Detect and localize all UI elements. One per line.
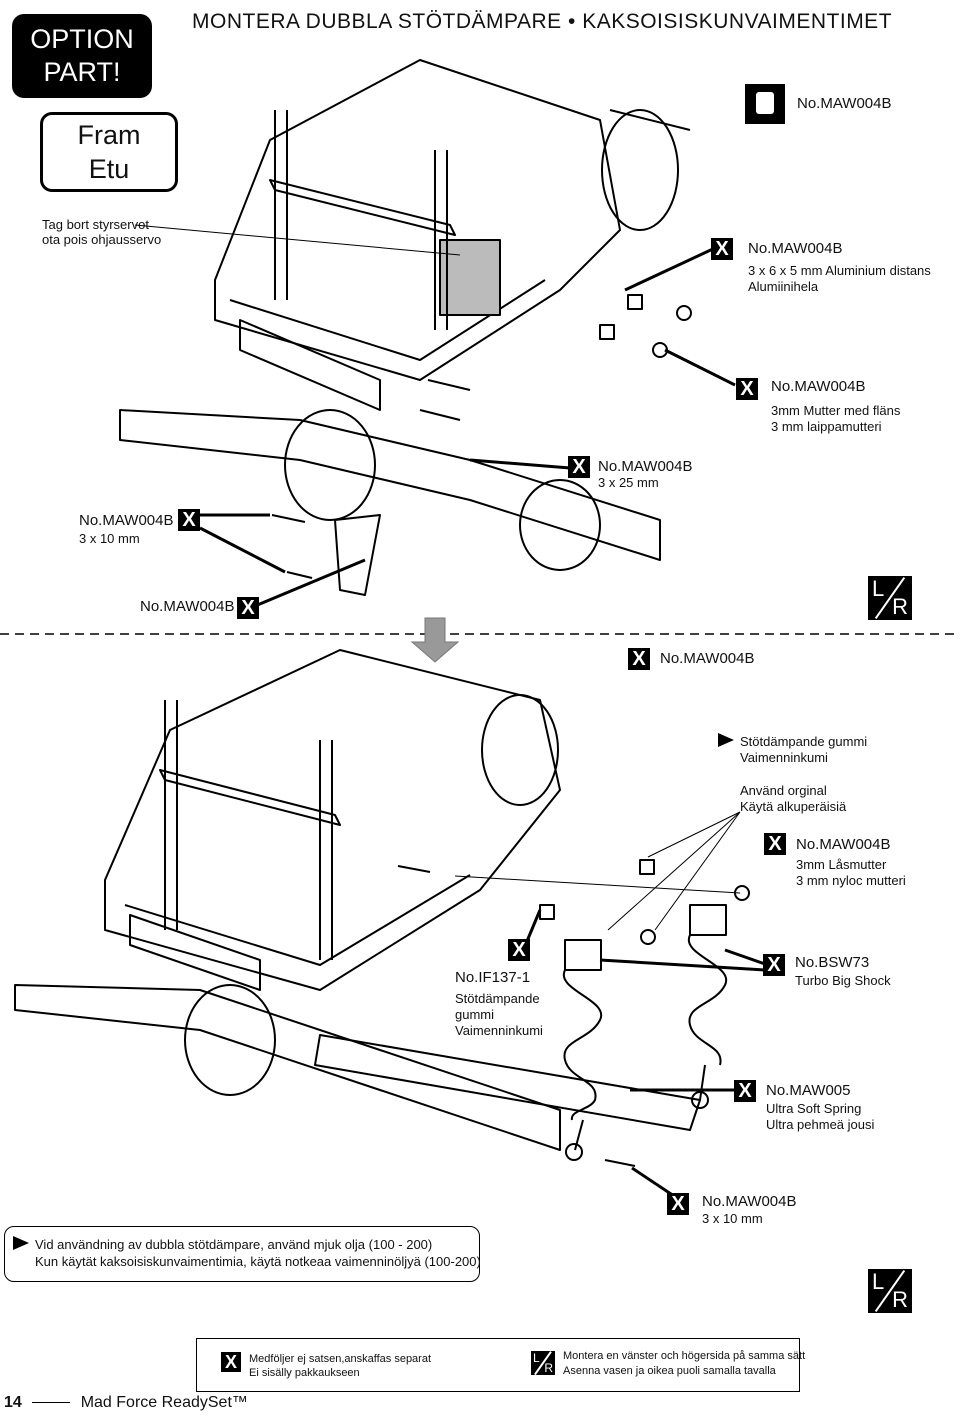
rubber-label-sv: Stötdämpande gummi	[740, 734, 868, 749]
screw25-part-number: No.MAW004B	[598, 458, 693, 475]
top-motor	[601, 109, 679, 231]
x-mark-icon: X	[763, 954, 785, 976]
oil-note-sv: Vid användning av dubbla stötdämpare, an…	[35, 1237, 433, 1252]
lr-right-letter: R	[544, 1361, 553, 1375]
x-mark-icon: X	[568, 456, 590, 478]
nut-desc-fi: 3 mm laippamutteri	[771, 419, 882, 434]
right-shock-absorber	[687, 904, 728, 1109]
rubber-label-fi: Vaimenninkumi	[740, 750, 828, 765]
servo-note-sv: Tag bort styrservot	[42, 217, 149, 232]
legend-x-sv: Medföljer ej satsen,anskaffas separat	[249, 1353, 432, 1365]
option-part-badge: OPTION PART!	[12, 14, 152, 98]
screw10-size: 3 x 10 mm	[79, 531, 140, 546]
legend-lr-fi: Asenna vasen ja oikea puoli samalla tava…	[563, 1365, 776, 1377]
spacer-desc-sv: 3 x 6 x 5 mm Aluminium distans	[748, 263, 931, 278]
lr-right-letter: R	[892, 594, 908, 619]
page-title: MONTERA DUBBLA STÖTDÄMPARE • KAKSOISISKU…	[192, 10, 893, 33]
left-right-icon: L R	[531, 1351, 555, 1375]
bottom-chassis-frame	[104, 649, 561, 991]
x-mark-icon: X	[178, 509, 200, 531]
left-right-icon: L R	[868, 1269, 912, 1313]
if137-desc-sv2: gummi	[455, 1007, 495, 1022]
left-shock-absorber	[562, 939, 603, 1161]
bag-part-number: No.MAW004B	[797, 95, 892, 112]
locknut-desc-sv: 3mm Låsmutter	[796, 857, 887, 872]
spacer-desc-fi: Alumiinihela	[748, 279, 819, 294]
pointer-triangle-icon	[13, 1236, 29, 1250]
legend-x-fi: Ei sisälly pakkaukseen	[249, 1367, 360, 1379]
x-mark-icon: X	[764, 833, 786, 855]
etu-label: Etu	[88, 154, 130, 184]
top-bracket	[334, 514, 381, 596]
down-arrow-icon	[410, 617, 460, 663]
servo-note-fi: ota pois ohjausservo	[42, 232, 162, 247]
maw005-desc-fi: Ultra pehmeä jousi	[766, 1117, 875, 1132]
page-number: 14	[4, 1394, 22, 1411]
bracket-part-number: No.MAW004B	[140, 598, 235, 615]
left-right-icon: L R	[868, 576, 912, 620]
x-mark-icon: X	[711, 238, 733, 260]
bottom-top-part-number: No.MAW004B	[660, 650, 755, 667]
if137-desc-sv1: Stötdämpande	[455, 991, 540, 1006]
lr-left-letter: L	[872, 1269, 885, 1294]
locknut-desc-fi: 3 mm nyloc mutteri	[796, 873, 906, 888]
lr-right-letter: R	[892, 1287, 908, 1312]
nut-part-number: No.MAW004B	[771, 378, 866, 395]
bsw73-part-number: No.BSW73	[795, 954, 870, 971]
screw10-part-number: No.MAW004B	[79, 512, 174, 529]
screw25-size: 3 x 25 mm	[598, 475, 659, 490]
if137-desc-fi: Vaimenninkumi	[455, 1023, 543, 1038]
x-mark-icon: X	[628, 648, 650, 670]
use-original-fi: Käytä alkuperäisiä	[740, 799, 847, 814]
top-servo	[439, 239, 501, 316]
bottom-axle	[14, 984, 561, 1151]
x-mark-icon: X	[508, 939, 530, 961]
maw005-part-number: No.MAW005	[766, 1082, 851, 1099]
product-name: Mad Force ReadySet™	[80, 1394, 248, 1411]
bottom-screw10-size: 3 x 10 mm	[702, 1211, 763, 1226]
top-chassis-frame	[214, 59, 621, 381]
spacer-part-number: No.MAW004B	[748, 240, 843, 257]
legend-lr-sv: Montera en vänster och högersida på samm…	[563, 1350, 806, 1362]
pointer-triangle-icon	[718, 733, 734, 747]
bsw73-desc: Turbo Big Shock	[795, 973, 891, 988]
legend-box: X Medföljer ej satsen,anskaffas separat …	[196, 1338, 805, 1392]
if137-part-number: No.IF137-1	[455, 969, 531, 986]
option-label: OPTION	[30, 24, 134, 54]
maw005-desc-sv: Ultra Soft Spring	[766, 1101, 862, 1116]
part-label: PART!	[43, 57, 121, 87]
top-kyosho-plate	[239, 319, 381, 411]
top-axle	[119, 409, 661, 561]
footer-rule	[32, 1402, 71, 1404]
oil-note-fi: Kun käytät kaksoisiskunvaimentimia, käyt…	[35, 1254, 481, 1269]
use-original-sv: Använd orginal	[740, 783, 827, 798]
fram-label: Fram	[77, 120, 141, 150]
bottom-motor	[481, 694, 559, 806]
bottom-screw10-part-number: No.MAW004B	[702, 1193, 797, 1210]
x-mark-icon: X	[734, 1080, 756, 1102]
x-mark-icon: X	[667, 1193, 689, 1215]
lr-left-letter: L	[872, 576, 885, 601]
bottom-kyosho-plate	[129, 914, 261, 991]
parts-bag-icon	[745, 84, 785, 124]
bottom-plate	[314, 1034, 701, 1131]
nut-desc-sv: 3mm Mutter med fläns	[771, 403, 901, 418]
x-mark-icon: X	[221, 1352, 241, 1372]
front-badge: Fram Etu	[40, 112, 178, 192]
x-mark-icon: X	[736, 378, 758, 400]
page-footer: 14 Mad Force ReadySet™	[4, 1394, 248, 1412]
locknut-part-number: No.MAW004B	[796, 836, 891, 853]
x-mark-icon: X	[237, 597, 259, 619]
oil-note-box: Vid användning av dubbla stötdämpare, an…	[4, 1226, 481, 1282]
lr-left-letter: L	[533, 1351, 540, 1365]
